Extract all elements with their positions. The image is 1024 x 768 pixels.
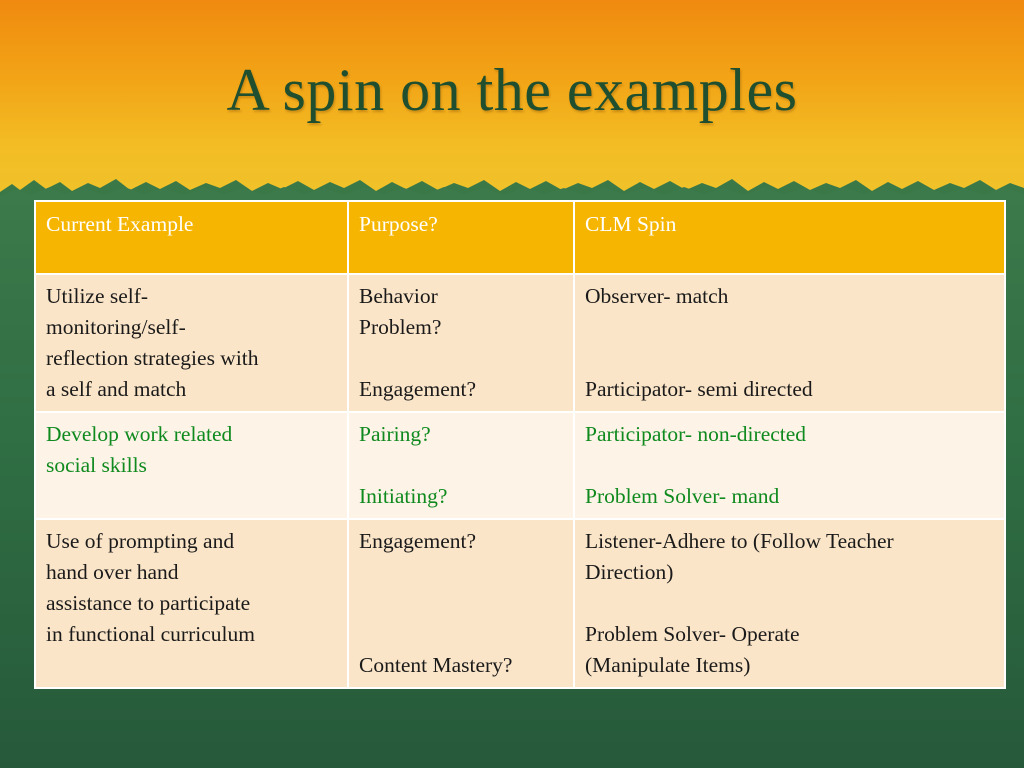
cell-example: Utilize self- monitoring/self- reflectio… xyxy=(34,273,349,413)
cell-purpose: Engagement? Content Mastery? xyxy=(347,518,575,689)
cell-example: Develop work related social skills xyxy=(34,411,349,520)
slide-title: A spin on the examples xyxy=(226,57,798,123)
cell-clm-spin: Participator- non-directed Problem Solve… xyxy=(573,411,1006,520)
table-row: Utilize self- monitoring/self- reflectio… xyxy=(34,273,1006,413)
table-row: Develop work related social skills Pairi… xyxy=(34,411,1006,520)
cell-clm-spin: Observer- match Participator- semi direc… xyxy=(573,273,1006,413)
cell-example: Use of prompting and hand over hand assi… xyxy=(34,518,349,689)
top-background-band xyxy=(0,0,1024,196)
header-clm-spin: CLM Spin xyxy=(573,200,1006,275)
cell-purpose: Pairing? Initiating? xyxy=(347,411,575,520)
cell-clm-spin: Listener-Adhere to (Follow Teacher Direc… xyxy=(573,518,1006,689)
grass-edge-decoration xyxy=(0,179,1024,200)
table-header-row: Current Example Purpose? CLM Spin xyxy=(34,200,1006,275)
examples-table: Current Example Purpose? CLM Spin Utiliz… xyxy=(34,200,1006,689)
table-row: Use of prompting and hand over hand assi… xyxy=(34,518,1006,689)
cell-purpose: Behavior Problem? Engagement? xyxy=(347,273,575,413)
header-purpose: Purpose? xyxy=(347,200,575,275)
header-current-example: Current Example xyxy=(34,200,349,275)
